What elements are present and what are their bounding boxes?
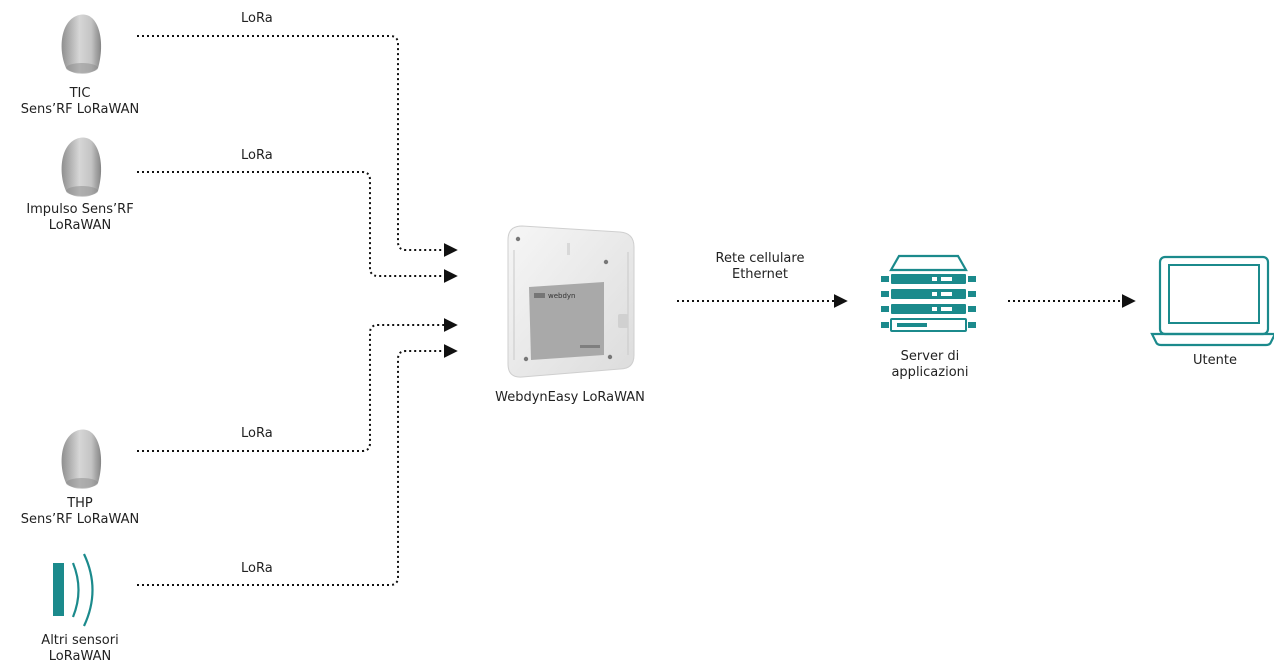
gateway-box-icon: webdyn [507, 225, 635, 378]
lora-link-altri [137, 344, 458, 586]
sensor-label-line2: LoRaWAN [48, 649, 112, 664]
lora-label-altri: LoRa [241, 561, 273, 576]
lora-link-tic [137, 35, 458, 257]
sensor-label-line1: TIC [69, 86, 91, 101]
network-label-line2: Ethernet [732, 267, 788, 282]
lora-links [137, 35, 1136, 586]
sensor-label-line2: Sens’RF LoRaWAN [20, 512, 140, 527]
sensor-label-line1: Altri sensori [41, 633, 119, 648]
server-label-line1: Server di [900, 349, 960, 364]
server-label-line2: applicazioni [891, 365, 969, 380]
gateway-brand: webdyn [548, 292, 576, 300]
network-label: Rete cellulare Ethernet [700, 251, 820, 283]
sensor-label-line2: LoRaWAN [48, 218, 112, 233]
sensor-label-tic: TIC Sens’RF LoRaWAN [8, 86, 152, 118]
network-label-line1: Rete cellulare [715, 251, 805, 266]
server-rack-icon [881, 254, 976, 332]
sensor-label-line2: Sens’RF LoRaWAN [20, 102, 140, 117]
sensor-label-line1: THP [67, 496, 93, 511]
sensor-label-impulso: Impulso Sens’RF LoRaWAN [8, 202, 152, 234]
sensor-dome-icon [61, 14, 102, 75]
lora-link-thp [137, 318, 458, 452]
lora-label-tic: LoRa [241, 11, 273, 26]
lora-label-thp: LoRa [241, 426, 273, 441]
lora-link-impulso [137, 171, 458, 283]
sensor-label-thp: THP Sens’RF LoRaWAN [8, 496, 152, 528]
sensor-dome-icon [61, 429, 102, 489]
lora-label-impulso: LoRa [241, 148, 273, 163]
wireless-signal-icon [53, 553, 94, 627]
sensor-dome-icon [61, 137, 102, 197]
sensor-label-line1: Impulso Sens’RF [26, 202, 134, 217]
laptop-icon [1150, 255, 1274, 347]
server-label: Server di applicazioni [875, 349, 985, 381]
gateway-label: WebdynEasy LoRaWAN [495, 390, 645, 405]
sensor-label-altri: Altri sensori LoRaWAN [8, 633, 152, 665]
user-label: Utente [1193, 353, 1237, 368]
